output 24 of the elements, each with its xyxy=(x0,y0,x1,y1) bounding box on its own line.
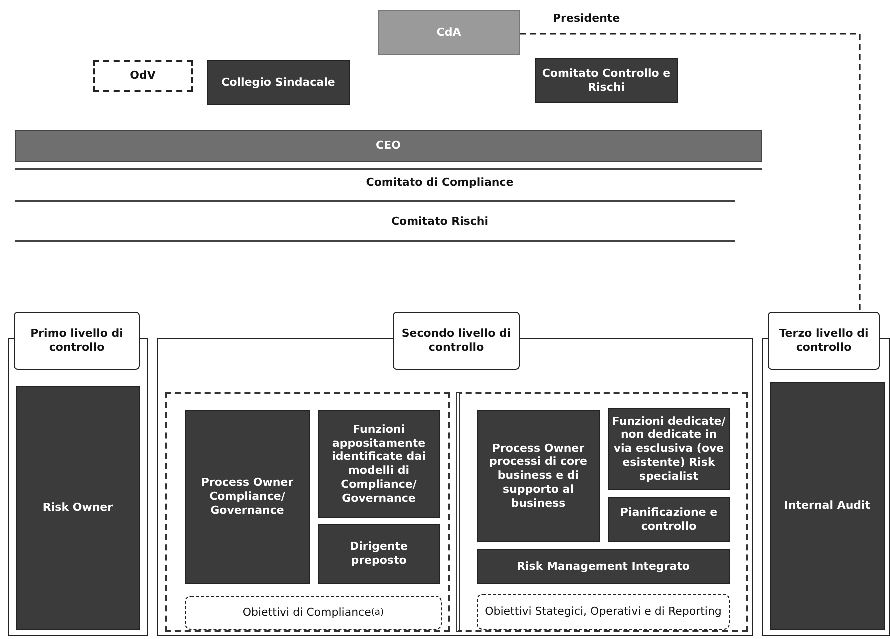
role-box: Risk Management Integrato xyxy=(477,549,730,584)
role-box: Funzioni appositamente identificate dai modelli di Compliance/ Governance xyxy=(318,410,440,518)
dashed-connector xyxy=(520,33,861,312)
panel-heading: Terzo livello di controllo xyxy=(768,312,880,370)
role-box: Process Owner processi di core business e di supporto al business xyxy=(477,410,600,542)
role-box: Collegio Sindacale xyxy=(207,60,350,105)
role-box: Internal Audit xyxy=(770,382,885,630)
committee-label: Comitato Rischi xyxy=(240,211,640,233)
role-box: Comitato Controllo e Rischi xyxy=(535,58,678,103)
role-box: Process Owner Compliance/ Governance xyxy=(185,410,310,584)
role-box: Funzioni dedicate/ non dedicate in via esclusiva (ove esistente) Risk specialist xyxy=(608,408,730,490)
ceo-bar: CEO xyxy=(15,130,762,162)
committee-label: Comitato di Compliance xyxy=(240,172,640,194)
dashed-box: OdV xyxy=(93,60,193,92)
role-box: Pianificazione e controllo xyxy=(608,497,730,542)
dashed-group-frame xyxy=(456,392,748,632)
role-box: Dirigente preposto xyxy=(318,524,440,584)
panel-heading: Primo livello di controllo xyxy=(14,312,140,370)
role-caption: Presidente xyxy=(553,12,620,25)
role-box: Risk Owner xyxy=(16,386,140,630)
objective-box: Obiettivi Stategici, Operativi e di Reporting xyxy=(477,594,730,630)
board-box: CdA xyxy=(378,10,520,55)
panel-heading: Secondo livello di controllo xyxy=(393,312,520,370)
dashed-group-frame xyxy=(165,392,450,632)
